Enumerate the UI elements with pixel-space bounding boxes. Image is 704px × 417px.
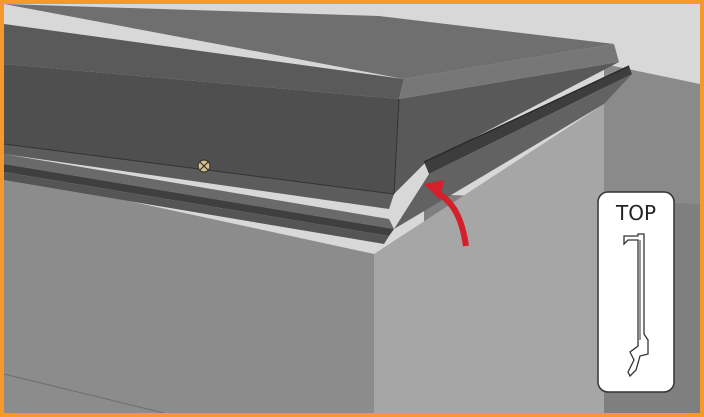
front-lip: [4, 172, 389, 244]
base-right-face: [374, 104, 604, 413]
trim-profile-inset: TOP: [597, 191, 675, 393]
side-trim-flap: [394, 74, 632, 229]
profile-box: [597, 191, 675, 393]
curved-arrow-icon: [424, 180, 469, 247]
base-left-face: [4, 174, 374, 413]
lid-slope-front: [4, 24, 404, 99]
trim-profile-shape: [623, 233, 649, 378]
side-trim: [424, 66, 632, 174]
lid-top: [4, 4, 614, 79]
base-edge-line: [4, 373, 165, 413]
lid-corner-line: [393, 98, 400, 195]
side-trim-edge: [423, 65, 630, 163]
lid-front-face: [4, 64, 399, 194]
lid-right-face: [394, 62, 619, 194]
lid-front-band: [4, 144, 394, 209]
screw-icon: [197, 159, 211, 173]
front-trim: [4, 154, 394, 229]
lid-slope-right: [399, 44, 619, 99]
front-trim-shadow: [4, 164, 394, 236]
installation-illustration: TOP: [4, 4, 700, 413]
profile-top-label: TOP: [615, 201, 656, 225]
